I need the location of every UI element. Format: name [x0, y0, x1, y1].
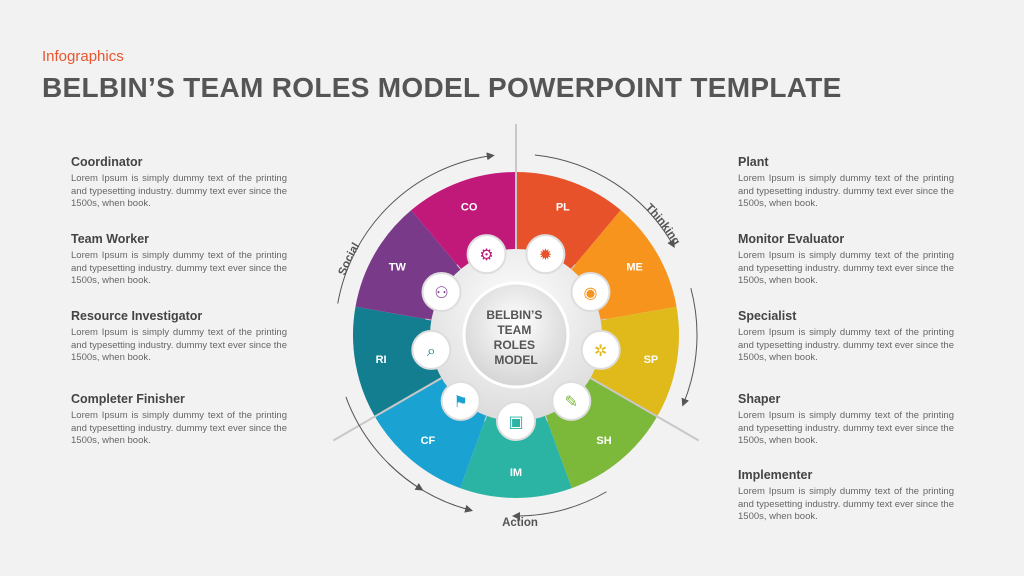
role-title: Completer Finisher: [71, 392, 185, 406]
role-description: Lorem Ipsum is simply dummy text of the …: [71, 250, 287, 287]
role-monitor-evaluator: Monitor Evaluator Lorem Ipsum is simply …: [738, 232, 954, 288]
arrow-social-top: [337, 152, 495, 304]
icon-disc: [496, 401, 536, 441]
role-specialist: Specialist Lorem Ipsum is simply dummy t…: [738, 309, 954, 365]
team-icon-badge: ⚇: [413, 272, 462, 312]
icon-disc: [466, 234, 507, 275]
role-description: Lorem Ipsum is simply dummy text of the …: [71, 327, 287, 364]
role-plant: Plant Lorem Ipsum is simply dummy text o…: [738, 155, 954, 211]
icon-disc: [440, 380, 481, 421]
role-implementer: Implementer Lorem Ipsum is simply dummy …: [738, 468, 954, 524]
role-title: Specialist: [738, 309, 797, 323]
center-label: BELBIN’S TEAM ROLES MODEL: [486, 308, 545, 367]
inner-ring-tick: [570, 264, 576, 270]
role-team-worker: Team Worker Lorem Ipsum is simply dummy …: [71, 232, 287, 288]
page-title: BELBIN’S TEAM ROLES MODEL POWERPOINT TEM…: [42, 72, 842, 103]
connector-dot: [399, 352, 405, 358]
role-title: Resource Investigator: [71, 309, 203, 323]
inner-ring-tick: [425, 318, 432, 321]
magnifier-icon: ⌕: [427, 341, 436, 360]
segment-label-me: ME: [626, 262, 643, 274]
segment-label-pl: PL: [556, 201, 570, 213]
arrow-thinking-top: [534, 154, 675, 248]
role-shaper: Shaper Lorem Ipsum is simply dummy text …: [738, 392, 954, 448]
connector-dot: [413, 274, 419, 280]
role-coordinator: Coordinator Lorem Ipsum is simply dummy …: [71, 155, 287, 211]
icon-disc: [570, 272, 611, 312]
role-title: Coordinator: [71, 155, 143, 169]
connector-dot: [473, 223, 479, 229]
wheel-arrows: [337, 152, 698, 520]
coordinator-icon: ⚙: [479, 245, 493, 264]
center-hub: [462, 281, 570, 389]
role-description: Lorem Ipsum is simply dummy text of the …: [738, 327, 954, 364]
segment-label-ri: RI: [376, 354, 387, 366]
coordinator-icon-badge: ⚙: [466, 223, 507, 275]
eyebrow-label: Infographics: [42, 48, 124, 65]
eye-icon: ◉: [583, 283, 597, 302]
role-title: Implementer: [738, 468, 813, 482]
eye-icon-badge: ◉: [570, 272, 619, 312]
pen-icon-badge: ✎: [551, 380, 594, 427]
connector-dot: [438, 421, 444, 427]
role-resource-investigator: Resource Investigator Lorem Ipsum is sim…: [71, 309, 287, 365]
segment-label-co: CO: [461, 201, 478, 213]
gears-icon: ✲: [594, 341, 607, 360]
inner-ring-tick: [456, 264, 462, 270]
inner-ring-tick: [484, 415, 488, 422]
connector-dot: [627, 352, 633, 358]
role-description: Lorem Ipsum is simply dummy text of the …: [738, 486, 954, 523]
role-title: Plant: [738, 155, 769, 169]
role-description: Lorem Ipsum is simply dummy text of the …: [71, 410, 287, 447]
inner-ring-tick: [590, 377, 596, 382]
group-label-social: Social: [337, 241, 363, 277]
role-title: Monitor Evaluator: [738, 232, 845, 246]
connector-dot: [553, 223, 559, 229]
role-completer-finisher: Completer Finisher Lorem Ipsum is simply…: [71, 392, 287, 448]
team-icon: ⚇: [434, 283, 448, 302]
role-description: Lorem Ipsum is simply dummy text of the …: [71, 173, 287, 210]
inner-ring-tick: [436, 377, 442, 382]
group-divider: [589, 377, 700, 442]
inner-ring-tick: [600, 318, 607, 321]
flag-icon: ⚑: [454, 392, 468, 411]
role-description: Lorem Ipsum is simply dummy text of the …: [738, 410, 954, 447]
icon-disc: [580, 329, 621, 370]
lightbulb-icon-badge: ✹: [525, 223, 566, 275]
arrow-action-left: [387, 462, 474, 513]
segment-label-sh: SH: [596, 435, 611, 447]
connector-dot: [613, 274, 619, 280]
lightbulb-icon: ✹: [539, 245, 552, 264]
group-label-action: Action: [502, 517, 538, 529]
arrow-thinking-down: [681, 288, 698, 407]
wheel-icons: ✹ ◉ ✲ ✎ ▣ ⚑ ⌕ ⚇ ⚙: [399, 223, 633, 454]
icon-disc: [525, 234, 566, 275]
wheel-labels: PL ME SP SH IM CF RI TW CO: [376, 201, 659, 479]
magnifier-icon-badge: ⌕: [399, 329, 452, 370]
segment-label-tw: TW: [389, 262, 407, 274]
screen-icon-badge: ▣: [496, 401, 536, 454]
role-description: Lorem Ipsum is simply dummy text of the …: [738, 250, 954, 287]
pen-icon: ✎: [565, 392, 578, 411]
connector-dot: [588, 421, 594, 427]
icon-disc: [411, 329, 452, 370]
screen-icon: ▣: [508, 412, 523, 431]
icon-disc: [421, 272, 462, 312]
segment-label-cf: CF: [421, 435, 436, 447]
gears-icon-badge: ✲: [580, 329, 633, 370]
connector-dot: [513, 448, 519, 454]
role-title: Team Worker: [71, 232, 150, 246]
inner-ring-tick: [544, 415, 548, 422]
wheel-dividers: [332, 124, 700, 442]
group-divider: [332, 377, 443, 442]
icon-disc: [551, 380, 592, 421]
role-description: Lorem Ipsum is simply dummy text of the …: [738, 173, 954, 210]
segment-label-sp: SP: [644, 354, 659, 366]
role-title: Shaper: [738, 392, 781, 406]
arrow-action-right: [512, 491, 607, 520]
segment-label-im: IM: [510, 467, 522, 479]
flag-icon-badge: ⚑: [438, 380, 481, 427]
